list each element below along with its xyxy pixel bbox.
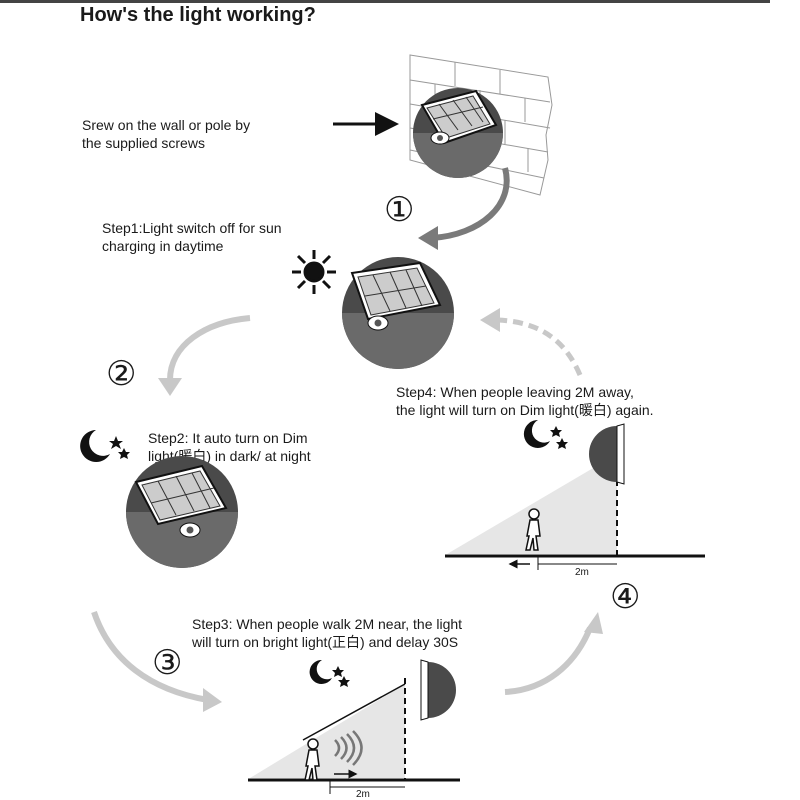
curved-arrow-step4-icon [504, 626, 593, 695]
step3-person-icon [304, 738, 320, 781]
step4-distance-label: 2m [575, 567, 589, 578]
wall-lamp-icon [413, 88, 503, 178]
curved-arrow-step1-icon [431, 167, 510, 241]
step3-motion-waves-icon [334, 730, 363, 766]
step3-beam-line [302, 683, 406, 741]
step4-moon-stars-icon [523, 419, 568, 449]
step1-line-1: Step1:Light switch off for sun [102, 220, 282, 236]
header-divider [0, 0, 770, 3]
step1-number: ① [384, 190, 415, 230]
sun-icon [292, 250, 336, 294]
step4-person-icon [525, 508, 541, 551]
step4-line-2: the light will turn on Dim light(暖白) aga… [396, 402, 654, 418]
moon-stars-step2-icon [80, 430, 130, 462]
step4-lamp-icon [589, 423, 625, 485]
step3-distance-label: 2m [356, 789, 370, 800]
page-title: How's the light working? [80, 4, 316, 26]
lamp-step1-icon [342, 257, 454, 369]
mounting-line-1: Srew on the wall or pole by [82, 117, 251, 133]
step3-scene [248, 659, 460, 794]
step2-number: ② [106, 354, 137, 394]
mounting-instruction: Srew on the wall or pole by the supplied… [82, 116, 250, 152]
step4-caption: Step4: When people leaving 2M away, the … [396, 383, 654, 419]
step4-line-1: Step4: When people leaving 2M away, [396, 384, 634, 400]
lamp-step2-icon [126, 456, 238, 568]
step2-line-1: Step2: It auto turn on Dim [148, 430, 308, 446]
step3-lamp-icon [420, 659, 456, 721]
curved-arrow-step2-icon [167, 315, 251, 381]
step3-number: ③ [152, 643, 183, 683]
step4-number: ④ [610, 577, 641, 617]
step4-scene [445, 419, 705, 570]
mounting-line-2: the supplied screws [82, 135, 205, 151]
step3-line-2: will turn on bright light(正白) and delay … [192, 634, 459, 650]
step1-caption: Step1:Light switch off for sun charging … [102, 219, 282, 255]
step3-moon-stars-icon [309, 659, 350, 687]
curved-arrow-step3-icon [91, 611, 209, 703]
step3-line-1: Step3: When people walk 2M near, the lig… [192, 616, 463, 632]
step3-caption: Step3: When people walk 2M near, the lig… [192, 615, 462, 651]
step1-line-2: charging in daytime [102, 238, 224, 254]
dashed-arrow-return-icon [497, 317, 583, 376]
